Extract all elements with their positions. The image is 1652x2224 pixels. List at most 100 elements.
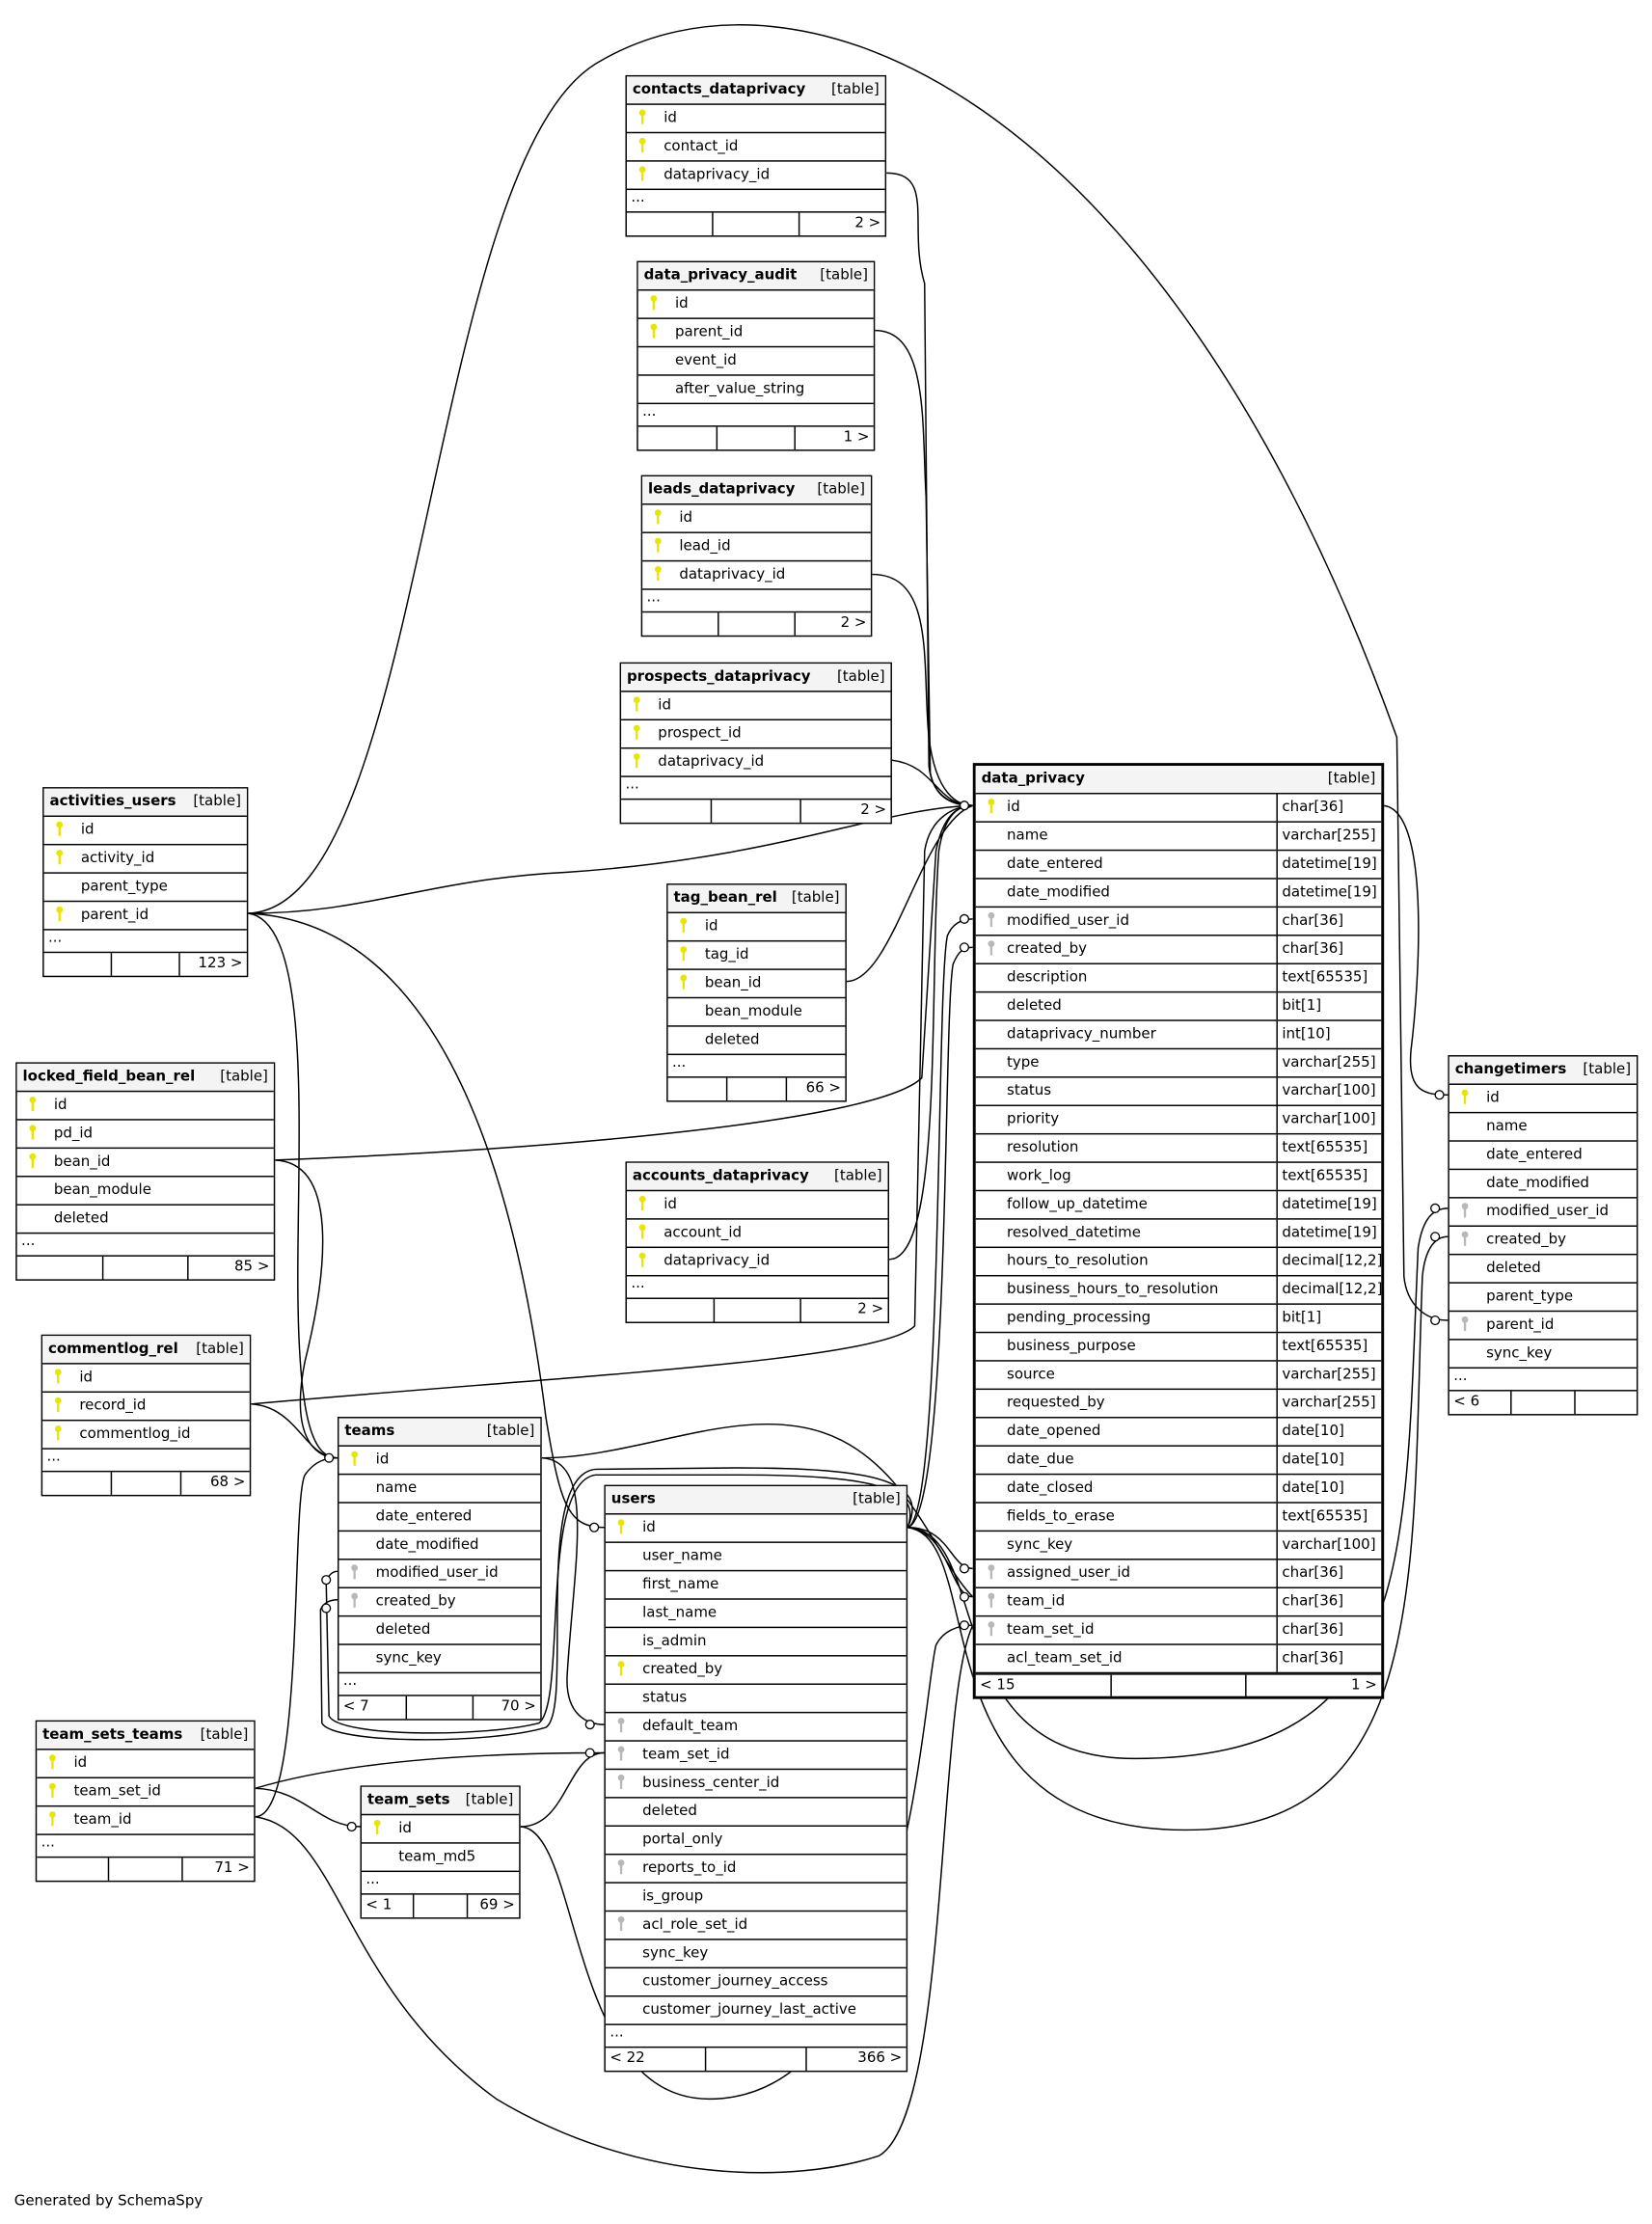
column-row[interactable]: activity_id [43,845,247,874]
column-row[interactable]: lead_id [642,533,871,562]
column-row[interactable]: account_id [626,1220,888,1249]
children-count[interactable] [1575,1392,1637,1415]
children-count[interactable]: 69 > [479,1897,515,1913]
children-count[interactable]: 366 > [857,2050,903,2067]
table-name[interactable]: activities_users [49,794,176,810]
column-row[interactable]: tag_id [667,941,846,970]
column-row[interactable]: user_name [605,1543,907,1572]
column-row[interactable]: deleted [667,1027,846,1056]
column-row[interactable]: prospect_id [621,720,891,749]
column-row[interactable]: portal_only [605,1827,907,1856]
table-name[interactable]: changetimers [1454,1062,1567,1078]
column-row[interactable]: id [37,1750,255,1779]
column-row[interactable]: id [667,913,846,942]
column-row[interactable]: parent_id [1449,1312,1637,1341]
parents-count[interactable] [621,800,712,823]
column-row[interactable]: parent_type [1449,1284,1637,1313]
column-row[interactable]: date_entered [1449,1142,1637,1171]
column-row[interactable]: first_name [605,1571,907,1600]
parents-count[interactable] [668,1077,728,1101]
column-row[interactable]: name [1449,1113,1637,1142]
children-count[interactable]: 70 > [501,1698,536,1715]
column-row[interactable]: team_set_id [605,1742,907,1771]
column-row[interactable]: sync_key [605,1940,907,1969]
parents-count[interactable]: < 1 [362,1894,415,1918]
column-row[interactable]: dataprivacy_id [626,1248,888,1277]
parents-count[interactable] [37,1858,110,1881]
column-row[interactable]: created_by [1449,1227,1637,1256]
column-row[interactable]: date_entered [339,1504,541,1532]
column-row[interactable]: date_modified [339,1532,541,1560]
parents-count[interactable] [44,953,113,976]
column-row[interactable]: bean_id [16,1149,274,1178]
column-row[interactable]: created_by [339,1588,541,1617]
parents-count[interactable] [642,612,719,636]
column-row[interactable]: bean_module [667,998,846,1027]
column-row[interactable]: is_admin [605,1628,907,1657]
column-row[interactable]: id [637,290,874,319]
parents-count[interactable]: < 15 [976,1674,1112,1696]
column-row[interactable]: dataprivacy_id [642,561,871,590]
column-row[interactable]: acl_role_set_id [605,1912,907,1940]
column-row[interactable]: modified_user_id [339,1560,541,1588]
parents-count[interactable] [42,1472,113,1495]
parents-count[interactable] [17,1256,103,1280]
table-name[interactable]: team_sets [366,1792,450,1808]
column-row[interactable]: parent_type [43,874,247,903]
column-row[interactable]: id [626,105,885,134]
children-count[interactable]: 66 > [805,1080,842,1097]
column-row[interactable]: id [642,504,871,533]
children-count[interactable]: 68 > [210,1475,246,1491]
children-count[interactable]: 2 > [840,615,867,632]
children-count[interactable]: 1 > [843,429,870,446]
table-name[interactable]: accounts_dataprivacy [632,1168,809,1184]
children-count[interactable]: 123 > [198,956,243,972]
children-count[interactable]: 2 > [860,802,887,819]
column-row[interactable]: is_group [605,1884,907,1912]
column-row[interactable]: contact_id [626,133,885,162]
column-row[interactable]: customer_journey_access [605,1968,907,1997]
column-row[interactable]: reports_to_id [605,1855,907,1884]
column-row[interactable]: id [43,817,247,846]
column-row[interactable]: last_name [605,1600,907,1629]
column-row[interactable]: sync_key [339,1645,541,1674]
column-row[interactable]: parent_id [637,319,874,348]
children-count[interactable]: 2 > [854,215,881,231]
parents-count[interactable] [638,426,718,450]
column-row[interactable]: event_id [637,347,874,376]
table-name[interactable]: prospects_dataprivacy [626,669,811,686]
column-row[interactable]: bean_id [667,970,846,999]
column-row[interactable]: id [605,1514,907,1543]
column-row[interactable]: dataprivacy_id [626,162,885,191]
column-row[interactable]: status [605,1685,907,1714]
parents-count[interactable]: < 6 [1449,1391,1513,1415]
column-row[interactable]: after_value_string [637,376,874,405]
column-row[interactable]: id [1449,1085,1637,1114]
column-row[interactable]: team_set_id [37,1778,255,1807]
